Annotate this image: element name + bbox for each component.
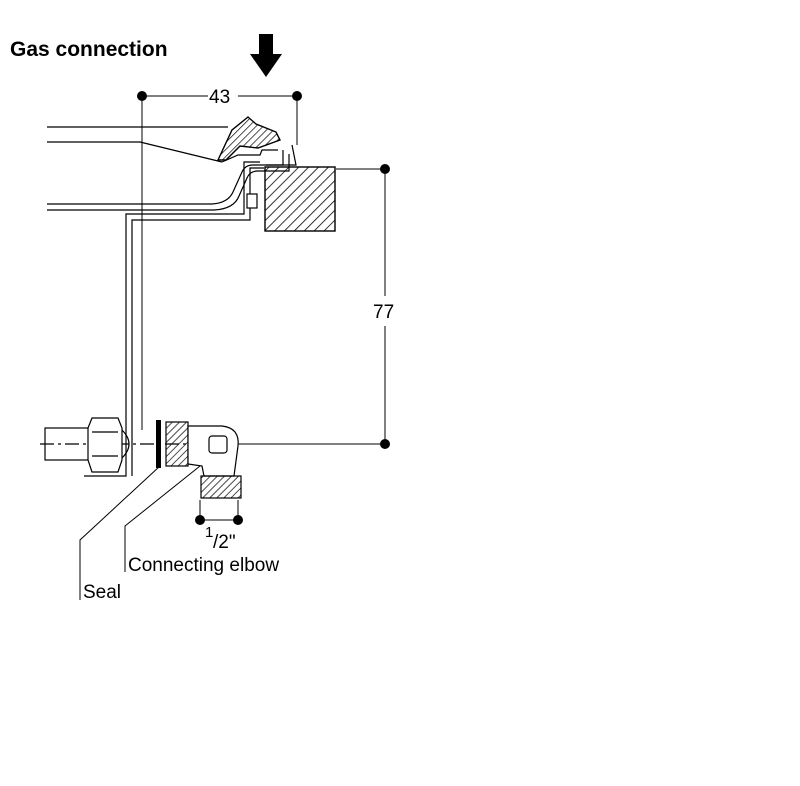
hob-pan [47,126,290,211]
thread-dimension: 1 /2" [195,500,243,553]
width-dimension-label: 43 [209,87,230,108]
connecting-elbow [165,421,242,499]
hex-nut [87,417,130,473]
worktop-block [264,166,336,232]
width-dimension: 43 [137,87,302,430]
height-dimension-label: 77 [373,302,394,323]
thread-dimension-label: /2" [213,532,236,553]
worktop-edge [216,116,281,161]
height-dimension: 77 [238,164,394,449]
page-title: Gas connection [10,38,168,61]
seal [156,420,161,468]
mounting-bracket [84,144,297,477]
leader-lines [79,465,201,600]
connecting-elbow-label: Connecting elbow [128,555,279,576]
seal-label: Seal [83,582,121,603]
arrow-down-icon [250,34,282,77]
thread-dimension-numerator: 1 [205,524,213,541]
